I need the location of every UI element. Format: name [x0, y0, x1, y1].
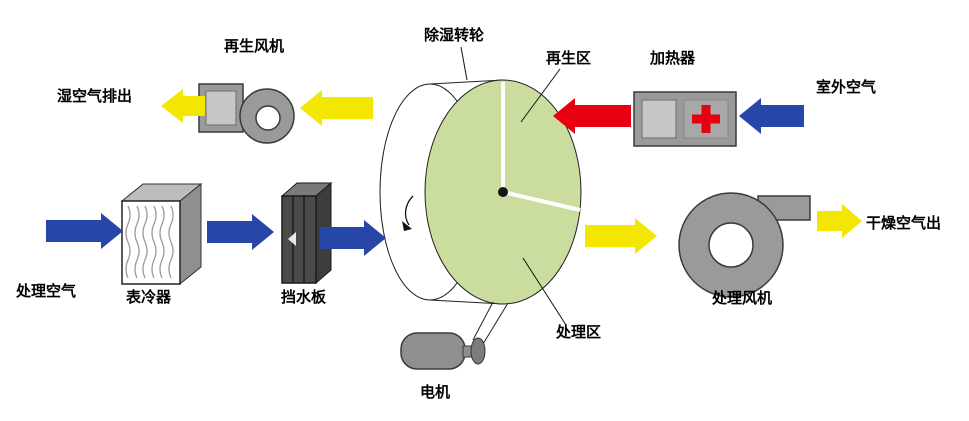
- label-motor: 电机: [420, 383, 451, 401]
- process-air-in-arrow: [46, 213, 123, 249]
- coil-line: [125, 205, 131, 279]
- cooler-side-face: [179, 182, 202, 286]
- cooler-front-face: [121, 200, 181, 285]
- dry-air-out-arrow: [817, 204, 862, 238]
- regen-fan-inlet: [205, 90, 237, 126]
- label-process-fan: 处理风机: [712, 289, 773, 307]
- rotation-arrowhead: [402, 221, 412, 231]
- label-regen-zone: 再生区: [546, 49, 592, 67]
- label-dry-air-out: 干燥空气出: [866, 214, 942, 232]
- label-regen-fan: 再生风机: [224, 37, 285, 55]
- process-fan-icon: [678, 192, 811, 298]
- heater-inlet: [641, 99, 677, 139]
- baffle-to-wheel-arrow: [320, 220, 386, 256]
- heater-plus-icon: [701, 105, 711, 133]
- process-zone-pointer: [522, 257, 567, 326]
- coil-line: [168, 205, 174, 279]
- label-heater: 加热器: [650, 49, 696, 67]
- motor-icon: [400, 332, 486, 370]
- wheel-to-process-fan-arrow: [585, 218, 657, 254]
- belt-line: [472, 301, 494, 341]
- regen-zone-pointer: [520, 68, 561, 123]
- coil-line: [142, 205, 148, 279]
- label-process-zone: 处理区: [556, 323, 602, 341]
- heater-icon: [633, 91, 737, 147]
- motor-pulley: [470, 337, 486, 365]
- baffle-front-face: [281, 195, 317, 284]
- process-fan-hub: [708, 222, 754, 268]
- wheel-label-pointer: [460, 46, 468, 81]
- motor-body: [400, 332, 466, 370]
- coil-line: [134, 205, 140, 279]
- label-process-air: 处理空气: [16, 282, 77, 300]
- label-surface-cooler: 表冷器: [126, 288, 172, 306]
- label-wheel: 除湿转轮: [424, 26, 485, 44]
- surface-cooler-icon: [120, 182, 203, 286]
- regen-fan-icon: [198, 83, 295, 144]
- coil-line: [151, 205, 157, 279]
- cooler-to-baffle-arrow: [207, 214, 274, 250]
- regen-fan-hub: [255, 105, 281, 131]
- label-outdoor-air: 室外空气: [816, 78, 877, 96]
- label-moist-air-out: 湿空气排出: [57, 87, 133, 105]
- outdoor-air-arrow: [739, 98, 804, 134]
- moist-air-exhaust-arrow: [161, 89, 205, 123]
- wheel-to-regen-fan-arrow: [300, 90, 373, 126]
- wheel-axle: [498, 187, 508, 197]
- baffle-arrow-mark: [288, 232, 296, 246]
- dehumidifier-wheel-icon: [379, 79, 582, 305]
- sector-divider: [502, 190, 581, 212]
- coil-line: [159, 205, 165, 279]
- belt-line: [482, 302, 509, 345]
- label-water-baffle: 挡水板: [281, 288, 327, 306]
- rotation-arrow-icon: [404, 195, 414, 226]
- heater-to-wheel-arrow: [553, 98, 631, 134]
